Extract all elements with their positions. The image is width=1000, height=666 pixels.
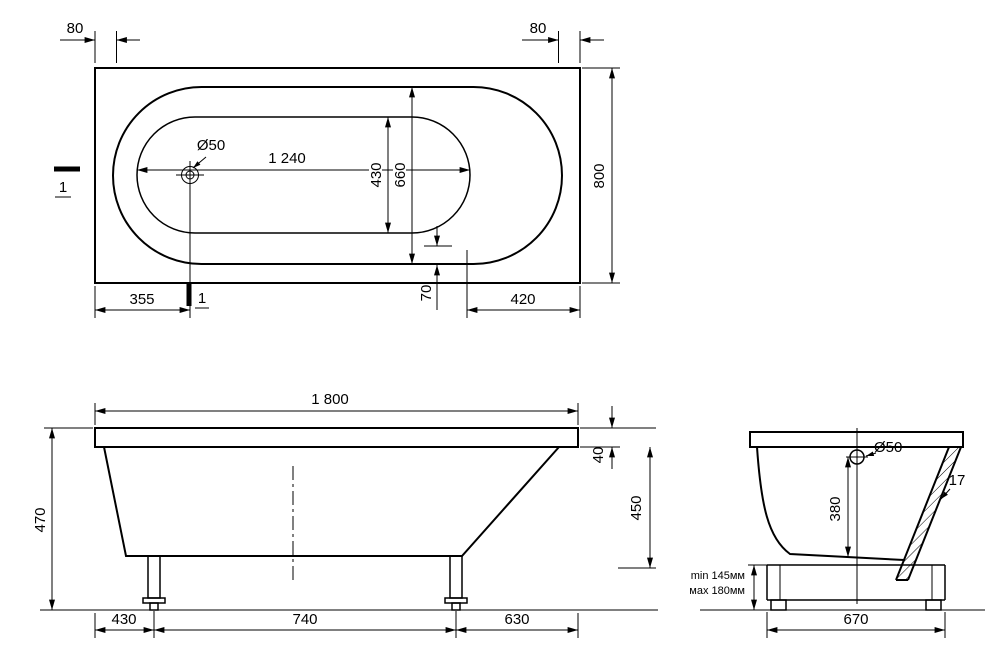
dim-rim-height-40: 40	[580, 406, 656, 469]
top-view: 1 240 430 660 Ø50 800 80 80	[54, 20, 620, 318]
text-mask	[369, 154, 382, 196]
leg-foot	[451, 602, 461, 611]
front-view: 1 800 470 40	[32, 391, 658, 638]
section-mark-left: 1	[54, 166, 80, 198]
dim-leg-chain: 430 740 630	[94, 611, 579, 638]
leg-left	[142, 555, 166, 611]
dim-rim-width-label: 660	[392, 162, 409, 187]
dim-leg-offset-left-label: 430	[111, 611, 136, 628]
dim-overflow-height-380: 380	[827, 456, 851, 558]
dim-body-depth-450: 450	[618, 446, 656, 569]
dim-end-offset-420: 420	[466, 250, 581, 318]
leg-foot	[149, 602, 159, 611]
dim-leg-adjust-range: min 145мм мах 180мм	[689, 564, 767, 611]
text-mask	[393, 154, 406, 196]
leader-line	[192, 156, 207, 169]
dim-offset-right-label: 80	[530, 20, 547, 37]
dim-overall-height-470: 470	[32, 427, 93, 611]
dim-overall-length-label: 1 800	[311, 391, 349, 408]
drain-symbol	[176, 161, 204, 189]
leg-post	[147, 555, 161, 599]
dim-overall-width-800: 800	[582, 67, 620, 284]
tub-side-inner-contour	[756, 446, 905, 561]
dim-basin-length-label: 1 240	[268, 150, 306, 167]
dim-rim-gap-70: 70	[418, 226, 452, 310]
dim-offset-left-80: 80	[60, 20, 140, 63]
leg-right	[444, 555, 468, 611]
section-label: 1	[198, 290, 206, 307]
wall-thickness-callout: 17	[940, 472, 966, 500]
dim-leg-spacing-label: 740	[292, 611, 317, 628]
legs-max-label: мах 180мм	[689, 585, 745, 597]
dim-body-depth-label: 450	[628, 495, 645, 520]
wall-inner-line	[895, 446, 950, 581]
section-label: 1	[59, 179, 67, 196]
wall-section-hatch	[896, 447, 961, 580]
dim-overall-length-1800: 1 800	[94, 391, 579, 425]
legs-min-label: min 145мм	[691, 570, 745, 582]
dim-base-width-label: 670	[843, 611, 868, 628]
dim-rim-gap-label: 70	[418, 285, 435, 302]
wall-outer-line	[907, 446, 962, 581]
dim-basin-width-label: 430	[368, 162, 385, 187]
dim-overall-width-label: 800	[591, 163, 608, 188]
dim-overall-height-label: 470	[32, 507, 49, 532]
tub-plan-rim	[112, 86, 563, 265]
wall-thickness-label: 17	[949, 472, 966, 489]
tub-front-body	[103, 446, 560, 557]
dim-base-width-670: 670	[766, 611, 946, 638]
support-base	[766, 564, 946, 611]
dim-rim-height-label: 40	[590, 447, 607, 464]
dim-basin-length-1240: 1 240	[136, 150, 471, 173]
tub-front-rim	[94, 427, 579, 448]
dim-overflow-height-label: 380	[827, 496, 844, 521]
side-view: Ø50 17 380 min 145мм мах 180мм	[689, 428, 985, 638]
dim-offset-left-label: 80	[67, 20, 84, 37]
tub-plan-outline	[94, 67, 581, 284]
dim-drain-offset-label: 355	[129, 291, 154, 308]
dim-drain-offset-355: 355	[94, 184, 191, 318]
base-foot	[770, 599, 787, 611]
overflow-diameter-callout: Ø50	[865, 439, 902, 457]
leg-post	[449, 555, 463, 599]
overflow-diameter-label: Ø50	[874, 439, 902, 456]
tub-plan-basin	[136, 116, 471, 234]
dim-offset-right-80: 80	[522, 20, 604, 63]
leader-line	[940, 488, 951, 500]
drain-diameter-label: Ø50	[197, 137, 225, 154]
dim-end-offset-label: 420	[510, 291, 535, 308]
dim-leg-offset-right-label: 630	[504, 611, 529, 628]
leader-line	[865, 451, 877, 457]
base-foot	[925, 599, 942, 611]
section-mark-bottom: 1	[186, 284, 209, 309]
drain-diameter-callout: Ø50	[192, 137, 225, 169]
